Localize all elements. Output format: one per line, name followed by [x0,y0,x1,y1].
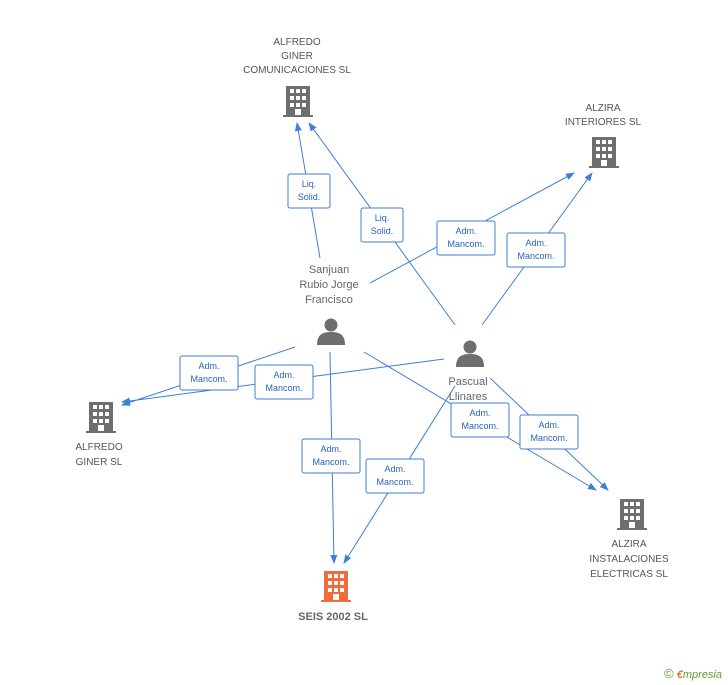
relation-box-r1: Liq. Solid. [287,173,331,209]
relation-box-r7: Adm. Mancom. [450,402,510,438]
brand-logo-letter: € [676,669,683,681]
relation-box-r6: Adm. Mancom. [254,364,314,400]
building-icon [321,571,351,602]
relation-line: Liq. [302,179,317,189]
footer-brand: © €mpresia [664,666,722,681]
building-icon [589,137,619,168]
company-name-line: ELECTRICAS SL [590,569,668,580]
person-name-line: Rubio Jorge [299,279,358,291]
person-node-pascual[interactable]: Pascual Llinares [448,340,488,404]
relation-line: Solid. [298,192,321,202]
relation-line: Adm. [538,420,559,430]
company-node-alfredo-giner[interactable]: ALFREDO GINER SL [75,402,123,468]
relation-line: Adm. [198,361,219,371]
company-name-line: INTERIORES SL [565,117,642,128]
person-icon [317,318,345,345]
company-node-alzira-interiores[interactable]: ALZIRA INTERIORES SL [565,103,642,168]
relation-box-r9: Adm. Mancom. [301,438,361,474]
company-node-alfredo-comunicaciones[interactable]: ALFREDO GINER COMUNICACIONES SL [243,37,351,117]
company-node-alzira-instalaciones[interactable]: ALZIRA INSTALACIONES ELECTRICAS SL [589,499,669,580]
relation-line: Mancom. [312,457,349,467]
relation-line: Mancom. [530,433,567,443]
relation-labels: Liq. Solid. Liq. Solid. Adm. Mancom. Adm… [179,173,579,494]
brand-name: mpresia [682,669,722,681]
relation-line: Mancom. [376,477,413,487]
relation-line: Adm. [525,238,546,248]
relation-line: Adm. [273,370,294,380]
relation-line: Solid. [371,226,394,236]
person-name-line: Llinares [449,391,488,403]
building-icon [283,86,313,117]
relation-box-r5: Adm. Mancom. [179,355,239,391]
company-name-line: ALZIRA [611,539,646,550]
company-name-line: GINER SL [76,457,123,468]
relation-line: Adm. [384,464,405,474]
edges [121,122,609,564]
relation-line: Mancom. [447,239,484,249]
building-icon [86,402,116,433]
relation-box-r3: Adm. Mancom. [436,220,496,256]
relation-box-r8: Adm. Mancom. [519,414,579,450]
relation-box-r10: Adm. Mancom. [365,458,425,494]
copyright-symbol: © [664,666,674,681]
company-name-line: INSTALACIONES [589,554,669,565]
person-name-line: Sanjuan [309,264,349,276]
person-node-sanjuan[interactable]: Sanjuan Rubio Jorge Francisco [299,264,359,345]
relation-box-r2: Liq. Solid. [360,207,404,243]
relation-line: Liq. [375,213,390,223]
person-name-line: Pascual [448,376,487,388]
company-node-seis-2002[interactable]: SEIS 2002 SL [298,571,368,623]
relation-line: Mancom. [517,251,554,261]
company-name-line: SEIS 2002 SL [298,611,368,623]
relation-line: Adm. [455,226,476,236]
company-name-line: COMUNICACIONES SL [243,65,351,76]
relation-line: Mancom. [265,383,302,393]
company-name-line: GINER [281,51,313,62]
company-name-line: ALZIRA [585,103,620,114]
building-icon [617,499,647,530]
relation-line: Adm. [320,444,341,454]
relation-line: Mancom. [461,421,498,431]
company-name-line: ALFREDO [273,37,320,48]
person-name-line: Francisco [305,294,353,306]
relation-box-r4: Adm. Mancom. [506,232,566,268]
relation-line: Adm. [469,408,490,418]
company-name-line: ALFREDO [75,442,122,453]
person-icon [456,340,484,367]
relation-line: Mancom. [190,374,227,384]
